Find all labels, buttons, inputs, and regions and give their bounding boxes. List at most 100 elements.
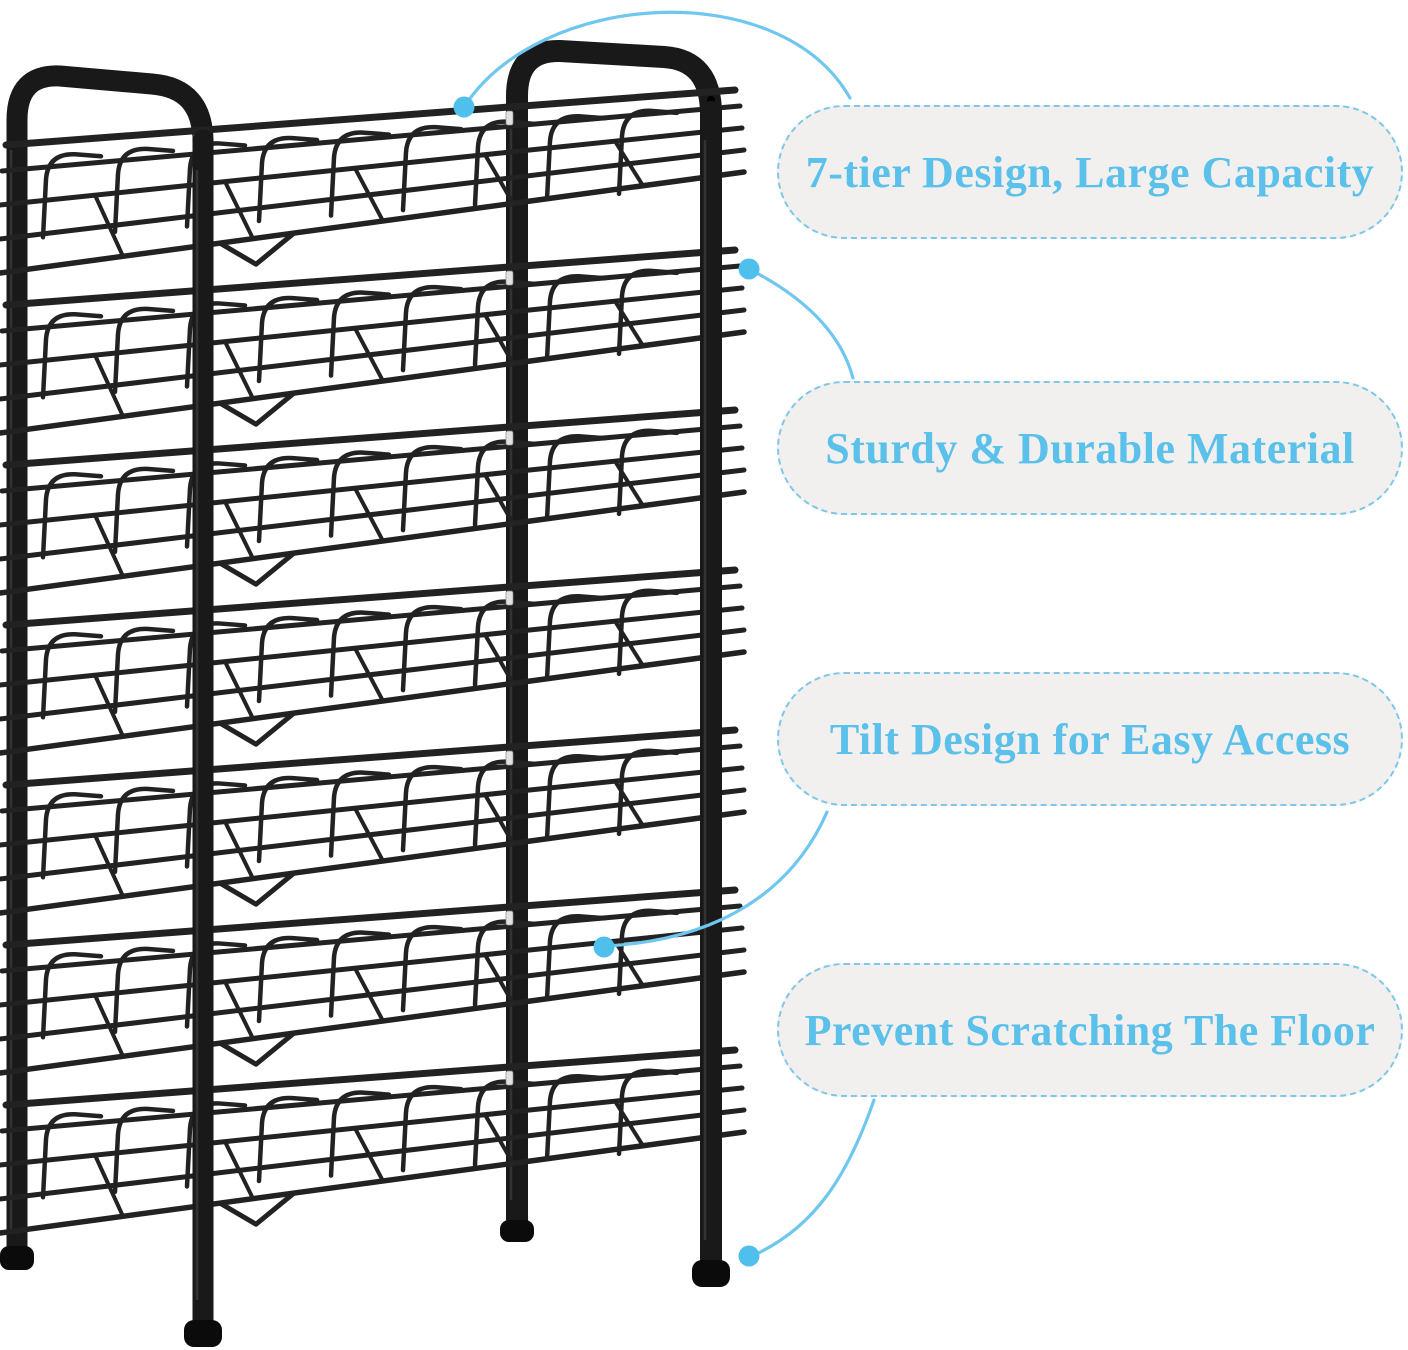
connector-dot-2 [738,258,760,280]
shelf-wire [93,993,125,1059]
shelf-wire [2,886,739,949]
shelf-wire [613,779,645,828]
can-stop-wire [217,870,297,907]
shelf-hook-wire [256,295,320,384]
shelf-hook-wire [256,775,320,864]
shelf-hook-wire [400,764,464,853]
callout-tier-design-label: 7-tier Design, Large Capacity [805,147,1375,197]
rack-shelves [0,86,747,1236]
shelf-wire [613,139,645,188]
callout-tilt-design-label: Tilt Design for Easy Access [829,714,1351,764]
rack-frame-back [0,40,722,1337]
shelf-hook-wire [544,1074,608,1162]
can-stop-wire [217,230,297,267]
shelf-wire [353,166,385,224]
shelf-wire [0,1085,745,1168]
shelf-hook-wire [400,284,464,373]
callout-sturdy-material-label: Sturdy & Durable Material [825,423,1355,473]
shelf-tier-4 [0,566,747,756]
mounting-clip [505,430,514,446]
shelf-wire [483,312,515,366]
mounting-clip [505,1070,514,1086]
shelf-tier-7 [0,1046,747,1236]
connector-dot-4 [738,1245,760,1267]
shelf-hook-wire [256,615,320,704]
shelf-wire [483,632,515,686]
callout-prevent-scratching: Prevent Scratching The Floor [777,963,1403,1097]
shelf-wire [223,179,255,241]
shelf-wire [93,673,125,739]
shelf-wire [613,939,645,988]
shelf-wire [0,765,745,848]
shelf-hook-wire [616,268,680,357]
shelf-hook-wire [400,444,464,533]
shelf-hook-wire [616,588,680,677]
mounting-clip [505,110,514,126]
shelf-wire [483,792,515,846]
shelf-tier-6 [0,886,747,1076]
shelf-wire [2,1046,739,1109]
shelf-hook-wire [544,594,608,682]
shelf-hook-wire [328,290,392,378]
shelf-wire [353,486,385,544]
shelf-wire [613,619,645,668]
shelf-hook-wire [328,770,392,858]
can-stop-wire [217,1190,297,1227]
shelf-hook-wire [328,1090,392,1178]
shelf-wire [483,472,515,526]
mounting-clip [505,910,514,926]
shelf-tier-5 [0,726,747,916]
shelf-hook-wire [40,632,104,720]
shelf-wire [353,326,385,384]
shelf-wire [223,339,255,401]
shelf-hook-wire [112,786,176,875]
shelf-wire [0,125,745,208]
shelf-wire [2,726,739,789]
shelf-wire [0,903,743,974]
callout-sturdy-material: Sturdy & Durable Material [777,381,1403,515]
foot-cap-front-left [184,1320,222,1347]
shelf-hook-wire [256,135,320,224]
shelf-hook-wire [112,946,176,1035]
can-stop-wire [217,710,297,747]
shelf-wire [353,646,385,704]
shelf-wire [2,246,739,309]
can-stop-wire [217,1030,297,1067]
shelf-wire [2,566,739,629]
connector-line-3 [604,810,829,948]
callout-tier-design: 7-tier Design, Large Capacity [777,105,1403,239]
callout-tilt-design: Tilt Design for Easy Access [777,672,1403,806]
shelf-wire [353,1126,385,1184]
rack-frame-front [184,101,730,1347]
shelf-wire [93,1153,125,1219]
connector-line-4 [750,1098,876,1258]
shelf-wire [223,659,255,721]
shelf-wire [223,499,255,561]
shelf-wire [0,263,743,334]
shelf-hook-wire [616,1068,680,1157]
shelf-wire [0,605,745,688]
shelf-wire [0,1129,747,1236]
shelf-hook-wire [544,434,608,522]
connector-line-1 [462,10,852,109]
shelf-wire [0,1063,743,1134]
shelf-hook-wire [40,792,104,880]
shelf-hook-wire [616,748,680,837]
mounting-clip [505,590,514,606]
shelf-hook-wire [616,428,680,517]
shelf-wire [613,459,645,508]
connector-dot-1 [453,96,475,118]
shelf-hook-wire [544,274,608,362]
shelf-wire [2,406,739,469]
shelf-hook-wire [616,908,680,997]
shelf-wire [353,806,385,864]
shelf-hook-wire [400,924,464,1013]
shelf-hook-wire [40,1112,104,1200]
shelf-wire [0,743,743,814]
shelf-wire [93,513,125,579]
shelf-hook-wire [112,306,176,395]
shelf-wire [483,1112,515,1166]
shelf-hook-wire [256,455,320,544]
shelf-hook-wire [256,935,320,1024]
